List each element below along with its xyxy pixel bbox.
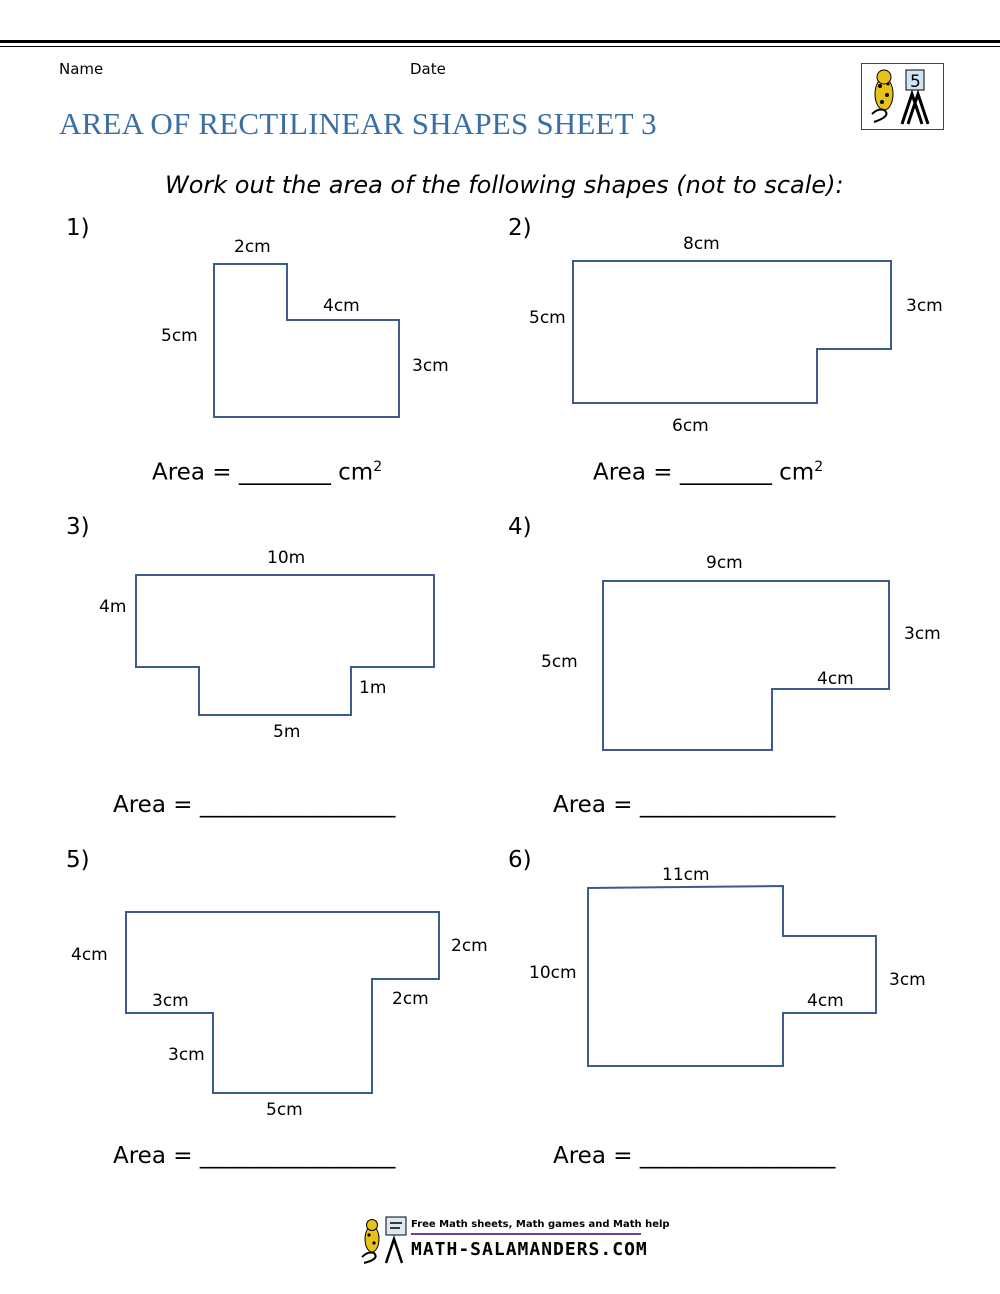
- salamander-logo-icon: 5: [871, 69, 930, 125]
- shape-2-label-left: 5cm: [529, 308, 566, 328]
- shape-1: [213, 263, 400, 418]
- shape-4-label-step: 4cm: [817, 669, 854, 689]
- footer-logo[interactable]: Free Math sheets, Math games and Math he…: [356, 1215, 670, 1265]
- shape-6: [587, 884, 877, 1067]
- shape-5-label-left: 4cm: [71, 945, 108, 965]
- footer-tagline: Free Math sheets, Math games and Math he…: [411, 1219, 670, 1230]
- logo-badge: 5: [910, 72, 921, 92]
- shape-4: [602, 580, 890, 751]
- shape-5-label-inner-right: 2cm: [392, 989, 429, 1009]
- question-3-number: 3): [66, 514, 90, 540]
- shape-3-label-top: 10m: [267, 548, 305, 568]
- shape-3-label-step: 1m: [359, 678, 386, 698]
- shape-5-label-bottom: 5cm: [266, 1100, 303, 1120]
- shape-2-label-right: 3cm: [906, 296, 943, 316]
- salamander-logo: 5: [861, 63, 944, 130]
- shape-6-label-step: 4cm: [807, 991, 844, 1011]
- answer-2-text: Area = ________ cm: [593, 459, 815, 486]
- top-rule: [0, 40, 1000, 43]
- instructions: Work out the area of the following shape…: [165, 171, 844, 199]
- answer-line-4[interactable]: Area = _________________: [553, 792, 836, 818]
- shape-1-label-top: 2cm: [234, 237, 271, 257]
- question-5-number: 5): [66, 847, 90, 873]
- question-4-number: 4): [508, 514, 532, 540]
- shape-2: [572, 260, 892, 404]
- salamander-footer-icon: [361, 1216, 407, 1264]
- answer-line-3[interactable]: Area = _________________: [113, 792, 396, 818]
- answer-2-sup: 2: [814, 459, 824, 475]
- shape-4-label-right: 3cm: [904, 624, 941, 644]
- footer-brand: MATH-SALAMANDERS.COM: [411, 1239, 648, 1260]
- top-rule-thin: [0, 46, 1000, 47]
- shape-5-label-inner-left: 3cm: [152, 991, 189, 1011]
- question-1-number: 1): [66, 215, 90, 241]
- shape-6-label-right: 3cm: [889, 970, 926, 990]
- footer-divider: [411, 1233, 641, 1235]
- shape-2-label-top: 8cm: [683, 234, 720, 254]
- shape-1-label-step: 4cm: [323, 296, 360, 316]
- shape-3-label-bottom: 5m: [273, 722, 300, 742]
- shape-6-label-top: 11cm: [662, 865, 710, 885]
- shape-5: [125, 911, 440, 1094]
- shape-1-label-left: 5cm: [161, 326, 198, 346]
- shape-4-label-top: 9cm: [706, 553, 743, 573]
- question-6-number: 6): [508, 847, 532, 873]
- shape-6-label-left: 10cm: [529, 963, 577, 983]
- shape-1-label-right: 3cm: [412, 356, 449, 376]
- shape-5-label-stem: 3cm: [168, 1045, 205, 1065]
- answer-line-6[interactable]: Area = _________________: [553, 1143, 836, 1169]
- page-title: AREA OF RECTILINEAR SHAPES SHEET 3: [59, 106, 657, 141]
- shape-5-label-right: 2cm: [451, 936, 488, 956]
- shape-3: [135, 574, 435, 716]
- answer-line-5[interactable]: Area = _________________: [113, 1143, 396, 1169]
- answer-1-text: Area = ________ cm: [152, 459, 374, 486]
- answer-line-1[interactable]: Area = ________ cm2: [152, 459, 382, 486]
- shape-2-label-bottom: 6cm: [672, 416, 709, 436]
- shape-3-label-left: 4m: [99, 597, 126, 617]
- answer-1-sup: 2: [373, 459, 383, 475]
- name-label: Name: [59, 60, 104, 78]
- shape-4-label-left: 5cm: [541, 652, 578, 672]
- date-label: Date: [410, 60, 446, 78]
- question-2-number: 2): [508, 215, 532, 241]
- answer-line-2[interactable]: Area = ________ cm2: [593, 459, 823, 486]
